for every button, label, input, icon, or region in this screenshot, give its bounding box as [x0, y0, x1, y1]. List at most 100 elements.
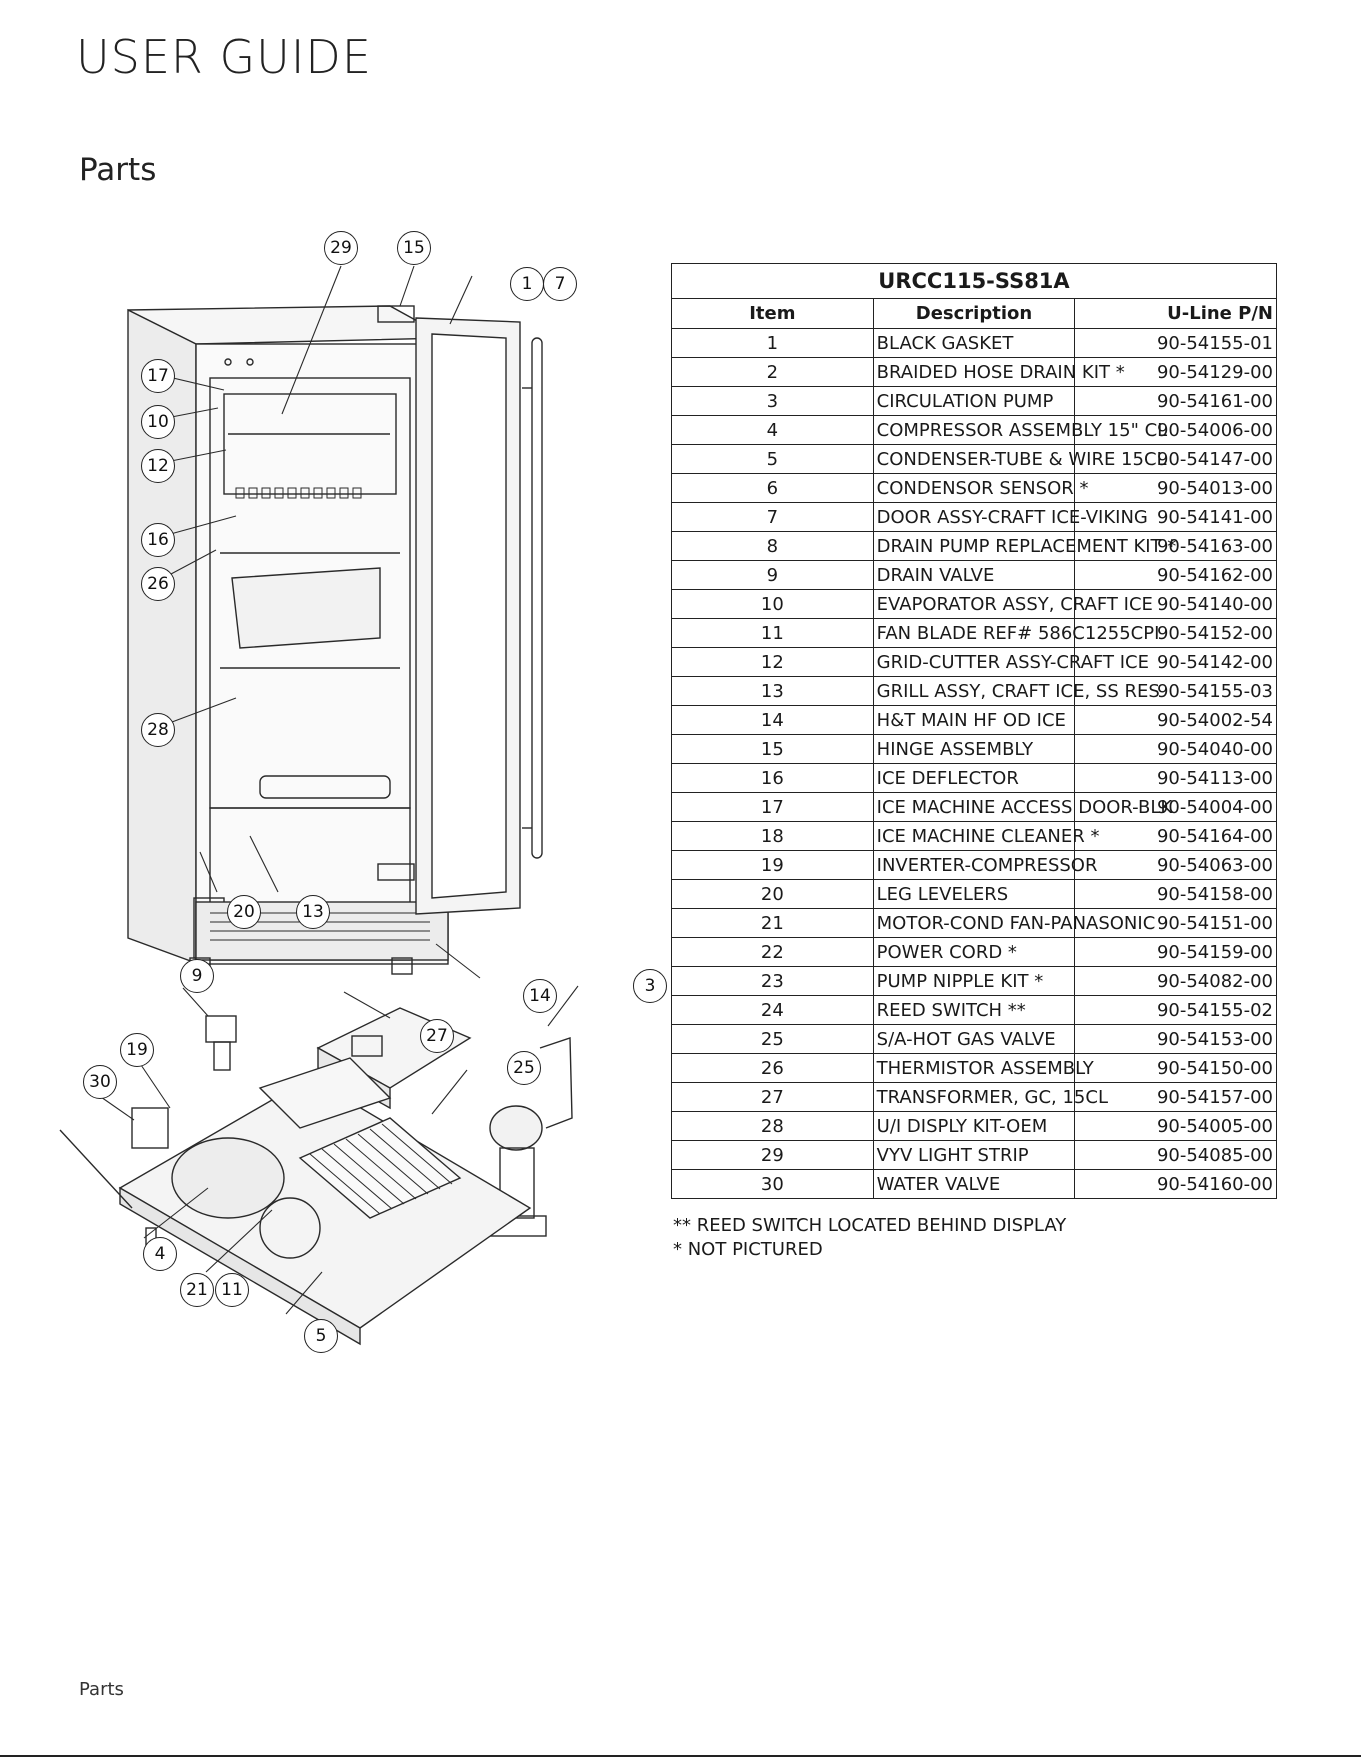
item-part-number: 90-54013-00 — [1074, 473, 1277, 503]
note-not-pictured: * NOT PICTURED — [673, 1239, 823, 1260]
item-part-number: 90-54164-00 — [1074, 821, 1277, 851]
item-description: THERMISTOR ASSEMBLY — [872, 1053, 1094, 1083]
item-number: 5 — [671, 444, 874, 474]
item-part-number: 90-54157-00 — [1074, 1082, 1277, 1112]
table-model-row: URCC115-SS81A — [671, 263, 1277, 299]
callout-12: 12 — [141, 449, 175, 483]
callout-3: 3 — [633, 969, 667, 1003]
callout-26: 26 — [141, 567, 175, 601]
item-description: BRAIDED HOSE DRAIN KIT * — [872, 357, 1125, 387]
item-description: WATER VALVE — [872, 1169, 1076, 1199]
item-number: 15 — [671, 734, 874, 764]
item-description: ICE DEFLECTOR — [872, 763, 1076, 793]
item-description: GRID-CUTTER ASSY-CRAFT ICE — [872, 647, 1149, 677]
item-part-number: 90-54004-00 — [1074, 792, 1277, 822]
item-part-number: 90-54153-00 — [1074, 1024, 1277, 1054]
callout-15: 15 — [397, 231, 431, 265]
note-reed-switch: ** REED SWITCH LOCATED BEHIND DISPLAY — [673, 1215, 1067, 1236]
item-description: CONDENSOR SENSOR * — [872, 473, 1088, 503]
door-drawing — [377, 305, 543, 915]
item-number: 7 — [671, 502, 874, 532]
section-title: Parts — [79, 152, 157, 188]
item-number: 16 — [671, 763, 874, 793]
callout-7: 7 — [543, 267, 577, 301]
item-description: LEG LEVELERS — [872, 879, 1076, 909]
callout-13: 13 — [296, 895, 330, 929]
callout-5: 5 — [304, 1319, 338, 1353]
item-number: 4 — [671, 415, 874, 445]
item-part-number: 90-54063-00 — [1074, 850, 1277, 880]
callout-11: 11 — [215, 1273, 249, 1307]
item-part-number: 90-54159-00 — [1074, 937, 1277, 967]
item-description: S/A-HOT GAS VALVE — [872, 1024, 1076, 1054]
item-number: 30 — [671, 1169, 874, 1199]
callout-9: 9 — [180, 959, 214, 993]
item-number: 12 — [671, 647, 874, 677]
exploded-parts-diagram: 29 15 1 7 17 10 12 16 26 28 20 13 9 14 3… — [59, 231, 667, 1528]
item-part-number: 90-54040-00 — [1074, 734, 1277, 764]
item-number: 1 — [671, 328, 874, 358]
item-number: 29 — [671, 1140, 874, 1170]
callout-14: 14 — [523, 979, 557, 1013]
item-description: CIRCULATION PUMP — [872, 386, 1076, 416]
item-part-number: 90-54142-00 — [1074, 647, 1277, 677]
item-description: TRANSFORMER, GC, 15CL — [872, 1082, 1108, 1112]
item-description: REED SWITCH ** — [872, 995, 1076, 1025]
item-description: ICE MACHINE CLEANER * — [872, 821, 1099, 851]
item-description: GRILL ASSY, CRAFT ICE, SS RES — [872, 676, 1160, 706]
callout-25: 25 — [507, 1051, 541, 1085]
item-description: HINGE ASSEMBLY — [872, 734, 1076, 764]
callout-16: 16 — [141, 523, 175, 557]
item-description: POWER CORD * — [872, 937, 1076, 967]
item-description: EVAPORATOR ASSY, CRAFT ICE — [872, 589, 1153, 619]
item-part-number: 90-54155-03 — [1074, 676, 1277, 706]
parts-table: URCC115-SS81A Item Description U-Line P/… — [671, 263, 1277, 1199]
callout-29: 29 — [324, 231, 358, 265]
item-number: 26 — [671, 1053, 874, 1083]
item-part-number: 90-54147-00 — [1074, 444, 1277, 474]
item-number: 3 — [671, 386, 874, 416]
column-header-item: Item — [671, 298, 874, 329]
item-number: 14 — [671, 705, 874, 735]
page-header-title: USER GUIDE — [76, 30, 372, 84]
item-part-number: 90-54082-00 — [1074, 966, 1277, 996]
item-part-number: 90-54152-00 — [1074, 618, 1277, 648]
cabinet-drawing — [127, 305, 451, 975]
item-number: 17 — [671, 792, 874, 822]
item-part-number: 90-54155-01 — [1074, 328, 1277, 358]
item-part-number: 90-54006-00 — [1074, 415, 1277, 445]
item-part-number: 90-54141-00 — [1074, 502, 1277, 532]
item-number: 27 — [671, 1082, 874, 1112]
item-part-number: 90-54085-00 — [1074, 1140, 1277, 1170]
model-number: URCC115-SS81A — [671, 263, 1277, 299]
item-number: 23 — [671, 966, 874, 996]
table-header-row: Item Description U-Line P/N — [671, 298, 1277, 329]
callout-28: 28 — [141, 713, 175, 747]
item-number: 10 — [671, 589, 874, 619]
item-part-number: 90-54005-00 — [1074, 1111, 1277, 1141]
item-number: 13 — [671, 676, 874, 706]
callout-1: 1 — [510, 267, 544, 301]
item-part-number: 90-54002-54 — [1074, 705, 1277, 735]
item-number: 21 — [671, 908, 874, 938]
